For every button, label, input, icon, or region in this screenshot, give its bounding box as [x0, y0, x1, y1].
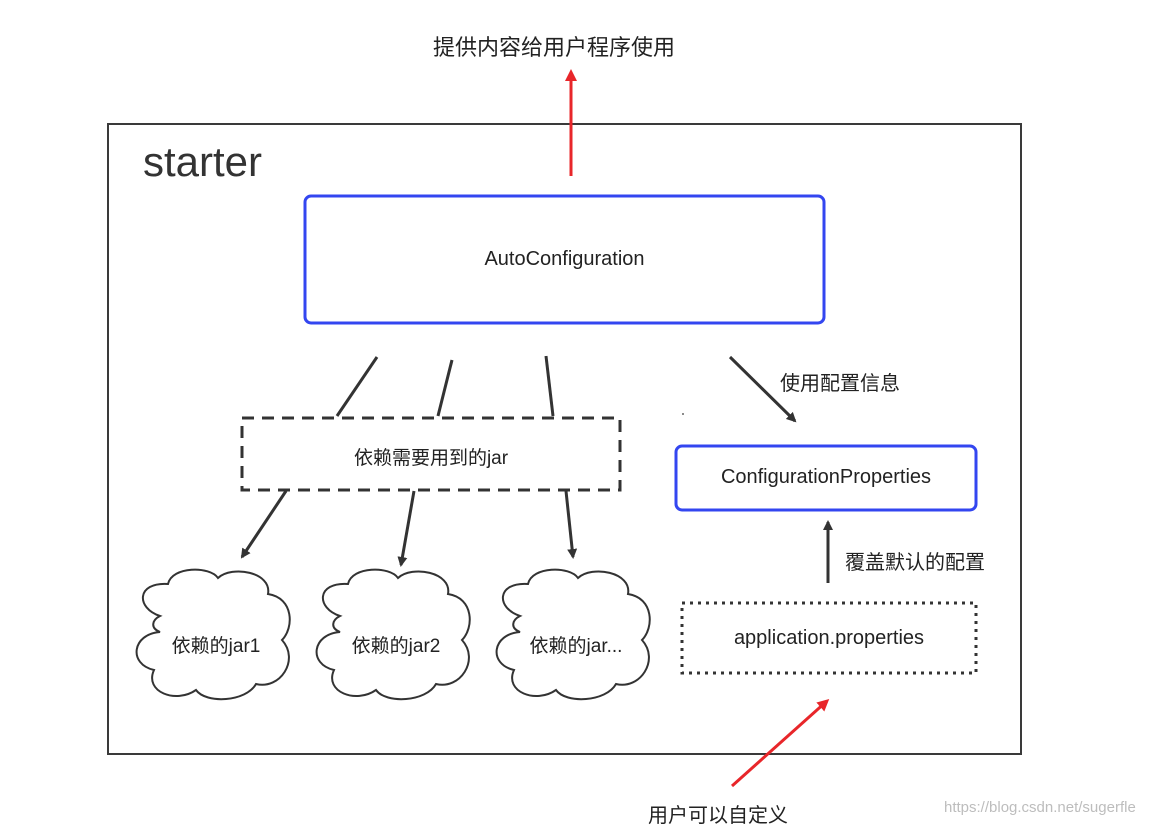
- use-config-label: 使用配置信息: [780, 373, 900, 395]
- user-customize-arrow: [730, 698, 830, 788]
- jar2-arrow: [397, 490, 416, 567]
- application-properties-label: application.properties: [733, 627, 925, 649]
- jar-more-arrow: [564, 490, 578, 559]
- jar2-cloud: [315, 568, 471, 701]
- autoconfiguration-box: [303, 194, 826, 325]
- jar1-cloud: [135, 568, 291, 701]
- starter-title: starter: [143, 138, 263, 185]
- dep-line-3: [544, 355, 555, 417]
- jar1-label: 依赖的jar1: [171, 636, 261, 657]
- dependency-jar-label: 依赖需要用到的jar: [353, 448, 509, 469]
- use-config-arrow: [728, 355, 797, 423]
- application-properties-box: [680, 601, 978, 675]
- autoconfiguration-label: AutoConfiguration: [484, 248, 645, 270]
- jar2-label: 依赖的jar2: [351, 636, 441, 657]
- override-label: 覆盖默认的配置: [845, 552, 985, 574]
- jar-more-cloud: [495, 568, 651, 701]
- jar-more-label: 依赖的jar...: [529, 636, 623, 657]
- dot-mark: [682, 413, 684, 415]
- starter-container: [107, 123, 1022, 755]
- configuration-properties-box: [674, 444, 978, 512]
- top-label: 提供内容给用户程序使用: [433, 35, 676, 60]
- dependency-jar-box: [240, 416, 622, 492]
- bottom-label: 用户可以自定义: [648, 805, 788, 826]
- watermark: https://blog.csdn.net/sugerfle: [944, 799, 1136, 816]
- dep-line-1: [335, 356, 379, 417]
- dep-line-2: [436, 359, 454, 417]
- jar1-arrow: [240, 490, 288, 559]
- configuration-properties-label: ConfigurationProperties: [720, 466, 932, 488]
